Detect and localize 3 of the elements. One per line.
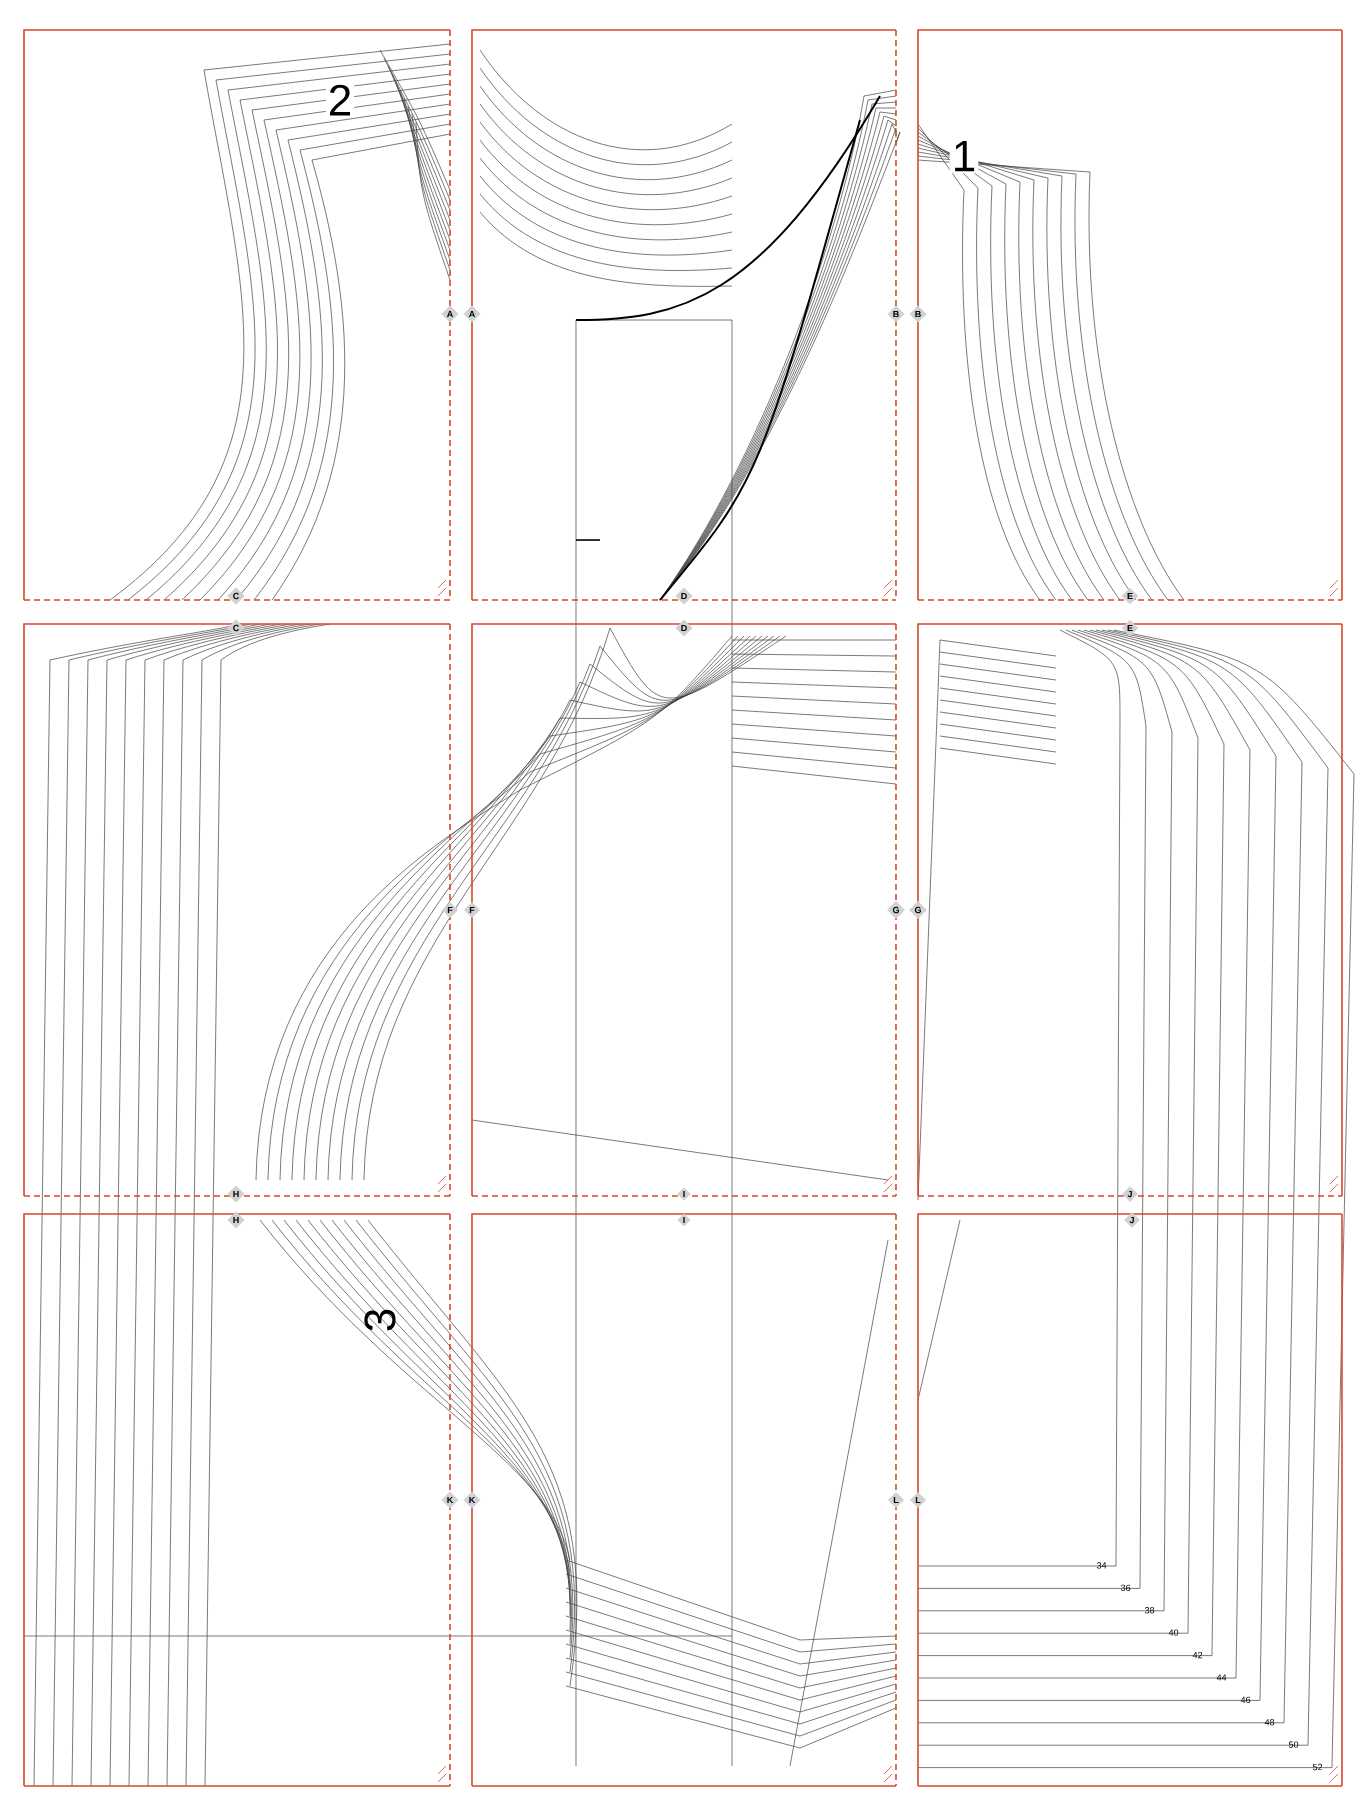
piece-number: 1 — [949, 138, 979, 174]
piece-number: 3 — [364, 1309, 396, 1331]
piece-number: 2 — [325, 82, 355, 118]
